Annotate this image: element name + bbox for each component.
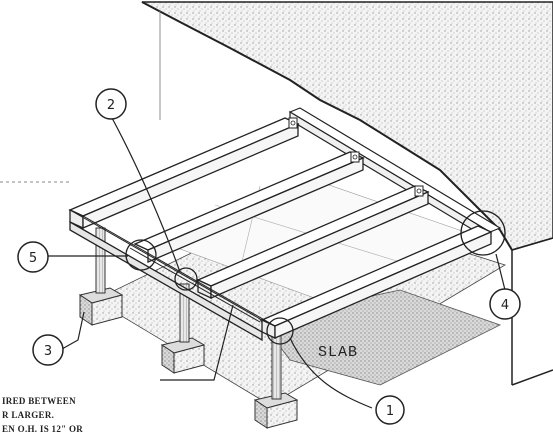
note-line-3: EN O.H. IS 12" OR — [2, 424, 83, 434]
callout-2: 2 — [95, 88, 127, 120]
footings — [78, 287, 299, 429]
footing-front — [253, 392, 299, 429]
posts — [95, 227, 282, 400]
joist — [68, 117, 300, 230]
callout-4: 4 — [489, 288, 521, 320]
joist — [196, 185, 430, 300]
leader-lines — [48, 117, 506, 409]
note-text: IRED BETWEEN R LARGER. EN O.H. IS 12" OR — [2, 396, 83, 434]
detail-circles — [125, 210, 506, 345]
footing-left — [78, 287, 124, 326]
svg-text:2: 2 — [107, 98, 115, 113]
svg-text:5: 5 — [29, 251, 37, 266]
callout-5: 5 — [17, 241, 49, 273]
note-line-1: IRED BETWEEN — [2, 396, 76, 406]
svg-text:1: 1 — [386, 404, 394, 419]
joists — [68, 117, 493, 340]
footing-middle — [160, 337, 206, 374]
joist-hangers — [288, 117, 424, 197]
callout-3: 3 — [32, 334, 64, 366]
svg-text:3: 3 — [44, 344, 52, 359]
svg-text:4: 4 — [501, 298, 509, 313]
note-line-2: R LARGER. — [2, 410, 54, 420]
slab-label: SLAB — [318, 344, 358, 361]
house-wall — [141, 1, 553, 386]
callout-1: 1 — [375, 395, 405, 425]
